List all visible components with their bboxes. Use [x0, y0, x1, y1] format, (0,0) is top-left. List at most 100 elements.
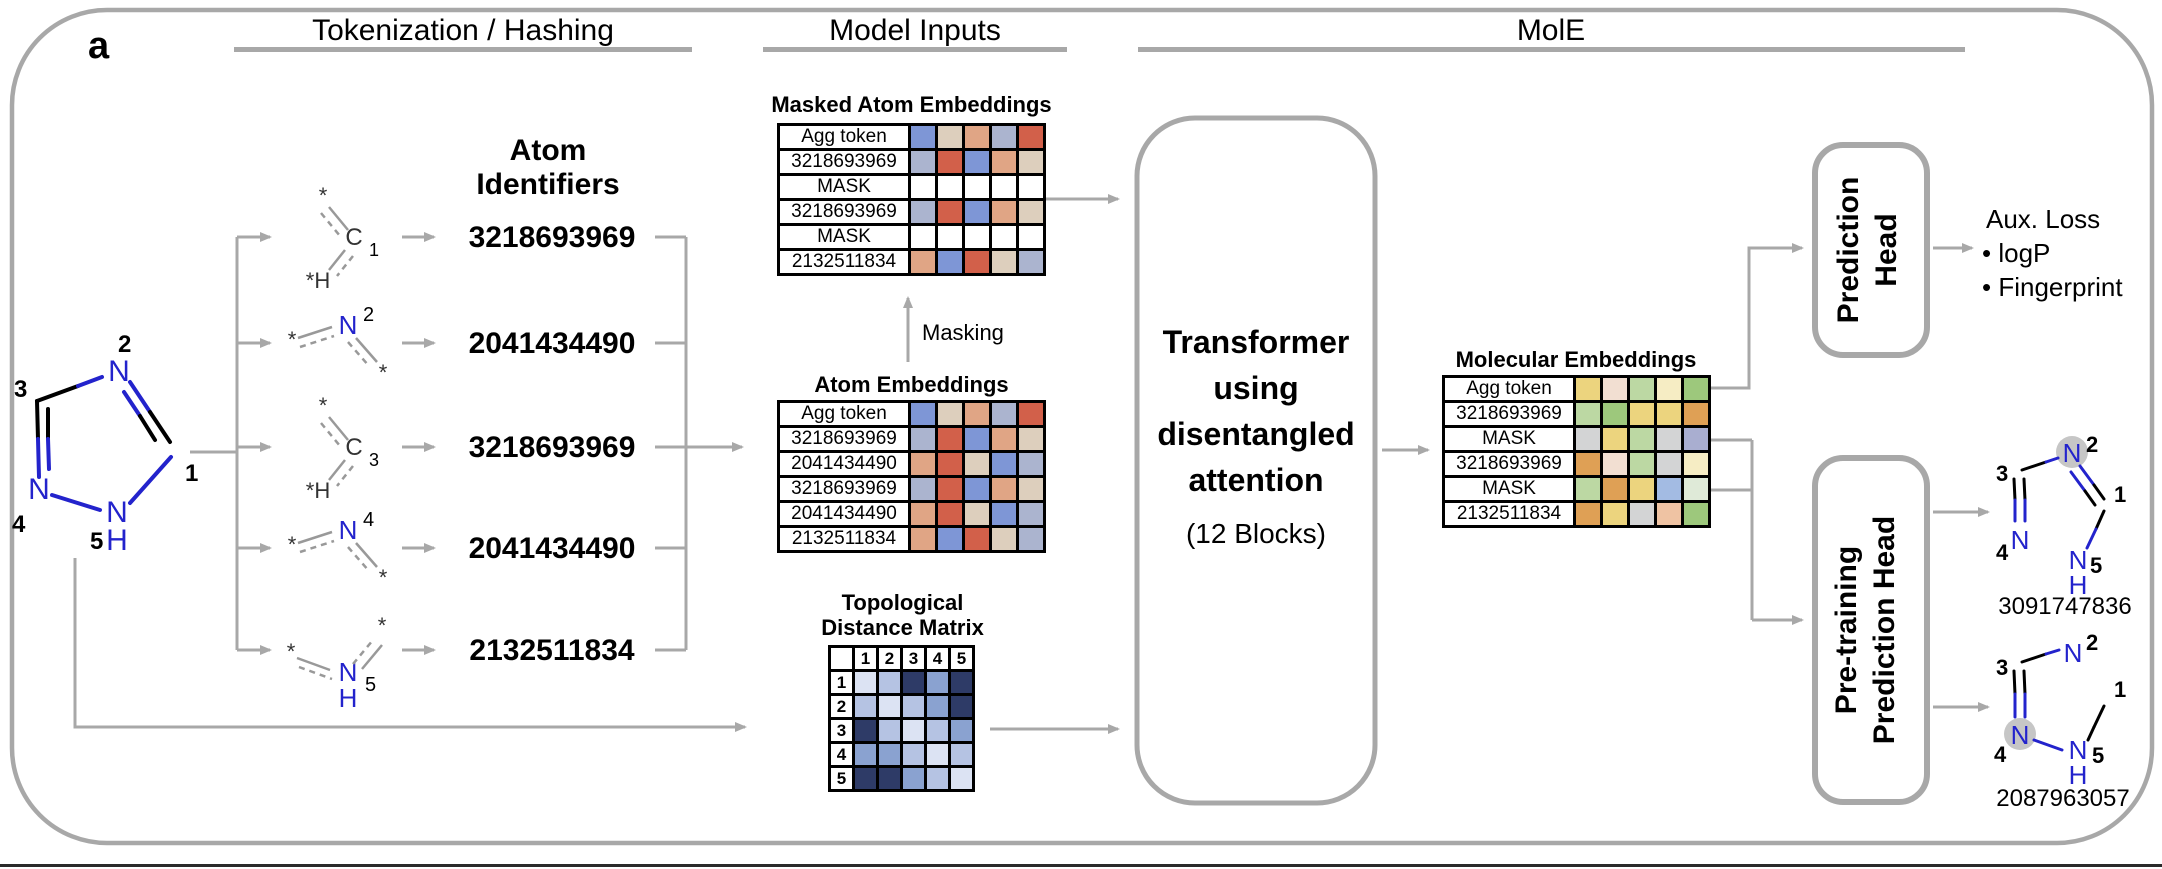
topo-cell [903, 720, 924, 741]
embedding-cell [1603, 478, 1627, 500]
embedding-cell [992, 126, 1016, 148]
embedding-row-label: 2132511834 [780, 528, 908, 550]
topo-cell [951, 672, 972, 693]
highlighted-atom-marker [2004, 718, 2036, 750]
topo-cell [903, 768, 924, 789]
embedding-cell [965, 251, 989, 273]
embedding-cell [1603, 428, 1627, 450]
topo-cell [879, 696, 900, 717]
embedding-row-label: Agg token [1445, 378, 1573, 400]
embedding-cell [938, 403, 962, 425]
embedding-cell [1019, 201, 1043, 223]
embedding-cell [1019, 251, 1043, 273]
aux-loss: Aux. Loss • logP • Fingerprint [1982, 204, 2123, 302]
embedding-cell [1603, 503, 1627, 525]
embedding-row-label: Agg token [780, 126, 908, 148]
topo-cell [927, 744, 948, 765]
fragment-n5: * N H 5 * [287, 613, 387, 713]
topo-cell [927, 720, 948, 741]
atom-n5-h: H [106, 524, 128, 557]
embedding-cell [965, 126, 989, 148]
transformer-line: Transformer [1163, 324, 1350, 360]
transformer-line: using [1213, 370, 1298, 406]
topo-cell [903, 744, 924, 765]
embedding-row-label: Agg token [780, 403, 908, 425]
embedding-cell [911, 201, 935, 223]
embedding-cell [1576, 378, 1600, 400]
embedding-row-label: 2132511834 [780, 251, 908, 273]
embedding-cell [911, 126, 935, 148]
masking-label: Masking [922, 320, 1004, 345]
embedding-row-label: MASK [780, 226, 908, 248]
topo-cell [879, 744, 900, 765]
prediction-head-block: Prediction Head [1812, 142, 1930, 358]
embedding-cell [911, 528, 935, 550]
topo-row-header: 3 [831, 720, 852, 741]
identifier-value: 2041434490 [469, 327, 636, 360]
fragment-n2: * N 2 * [288, 304, 388, 385]
embedding-cell [1603, 378, 1627, 400]
embedding-cell [1630, 403, 1654, 425]
fragment-number: 3 [369, 450, 379, 470]
atom-identifiers-title-2: Identifiers [476, 168, 619, 201]
embedding-cell [1019, 478, 1043, 500]
embedding-cell [965, 403, 989, 425]
embedding-cell [1019, 176, 1043, 198]
fragment-to-identifier-arrows [402, 232, 436, 655]
atom-number-1: 1 [2114, 677, 2126, 702]
mole-underline [1138, 47, 1965, 52]
fragment-number: 2 [363, 304, 374, 326]
embedding-cell [938, 478, 962, 500]
atom-number-4: 4 [12, 511, 26, 538]
embedding-cell [1019, 151, 1043, 173]
masked-embeddings-title: Masked Atom Embeddings [771, 92, 1052, 117]
agg-token-to-prediction-head-connector [1710, 243, 1804, 390]
embedding-cell [911, 403, 935, 425]
embedding-cell [1019, 453, 1043, 475]
embedding-cell [965, 226, 989, 248]
topo-cell [927, 672, 948, 693]
embedding-row-label: MASK [780, 176, 908, 198]
star-label: * [379, 360, 388, 385]
topo-cell [951, 720, 972, 741]
star-h-label: *H [306, 478, 330, 503]
embedding-cell [1019, 126, 1043, 148]
embedding-cell [1657, 503, 1681, 525]
identifier-value: 3218693969 [469, 431, 636, 464]
pretraining-head-block: Pre-training Prediction Head [1812, 455, 1930, 805]
embedding-cell [938, 201, 962, 223]
embedding-cell [965, 176, 989, 198]
embedding-cell [1657, 378, 1681, 400]
embedding-cell [965, 201, 989, 223]
embedding-cell [938, 126, 962, 148]
output-hash-1: 3091747836 [1998, 593, 2131, 620]
pretraining-head-line: Pre-training [1830, 546, 1863, 714]
topo-cell [855, 672, 876, 693]
output-molecule-2-bonds [2012, 648, 2106, 752]
transformer-block: Transformer using disentangled attention… [1134, 115, 1378, 806]
atom-n5-h: H [2069, 570, 2088, 600]
embedding-cell [1576, 453, 1600, 475]
topo-cell [903, 696, 924, 717]
atom-number-3: 3 [14, 376, 27, 403]
topo-col-header: 4 [927, 648, 948, 669]
atom-embeddings-title: Atom Embeddings [814, 372, 1009, 397]
output-molecule-1-bonds [2012, 456, 2106, 550]
topo-cell [855, 720, 876, 741]
embedding-cell [1603, 403, 1627, 425]
fragment-symbol: N [339, 657, 358, 687]
embedding-cell [938, 528, 962, 550]
transformer-line: attention [1188, 462, 1323, 498]
topo-corner-cell [831, 648, 852, 669]
atom-n2: N [108, 355, 130, 388]
embedding-row-label: 3218693969 [1445, 403, 1573, 425]
topo-row-header: 1 [831, 672, 852, 693]
embedding-row-label: 2132511834 [1445, 503, 1573, 525]
atom-n4: N [2011, 525, 2030, 555]
embedding-cell [911, 251, 935, 273]
topo-title-line-2: Distance Matrix [821, 615, 984, 640]
topo-matrix-title: Topological Distance Matrix [790, 590, 1015, 640]
atom-identifiers: Atom Identifiers 3218693969 2041434490 3… [469, 134, 636, 667]
